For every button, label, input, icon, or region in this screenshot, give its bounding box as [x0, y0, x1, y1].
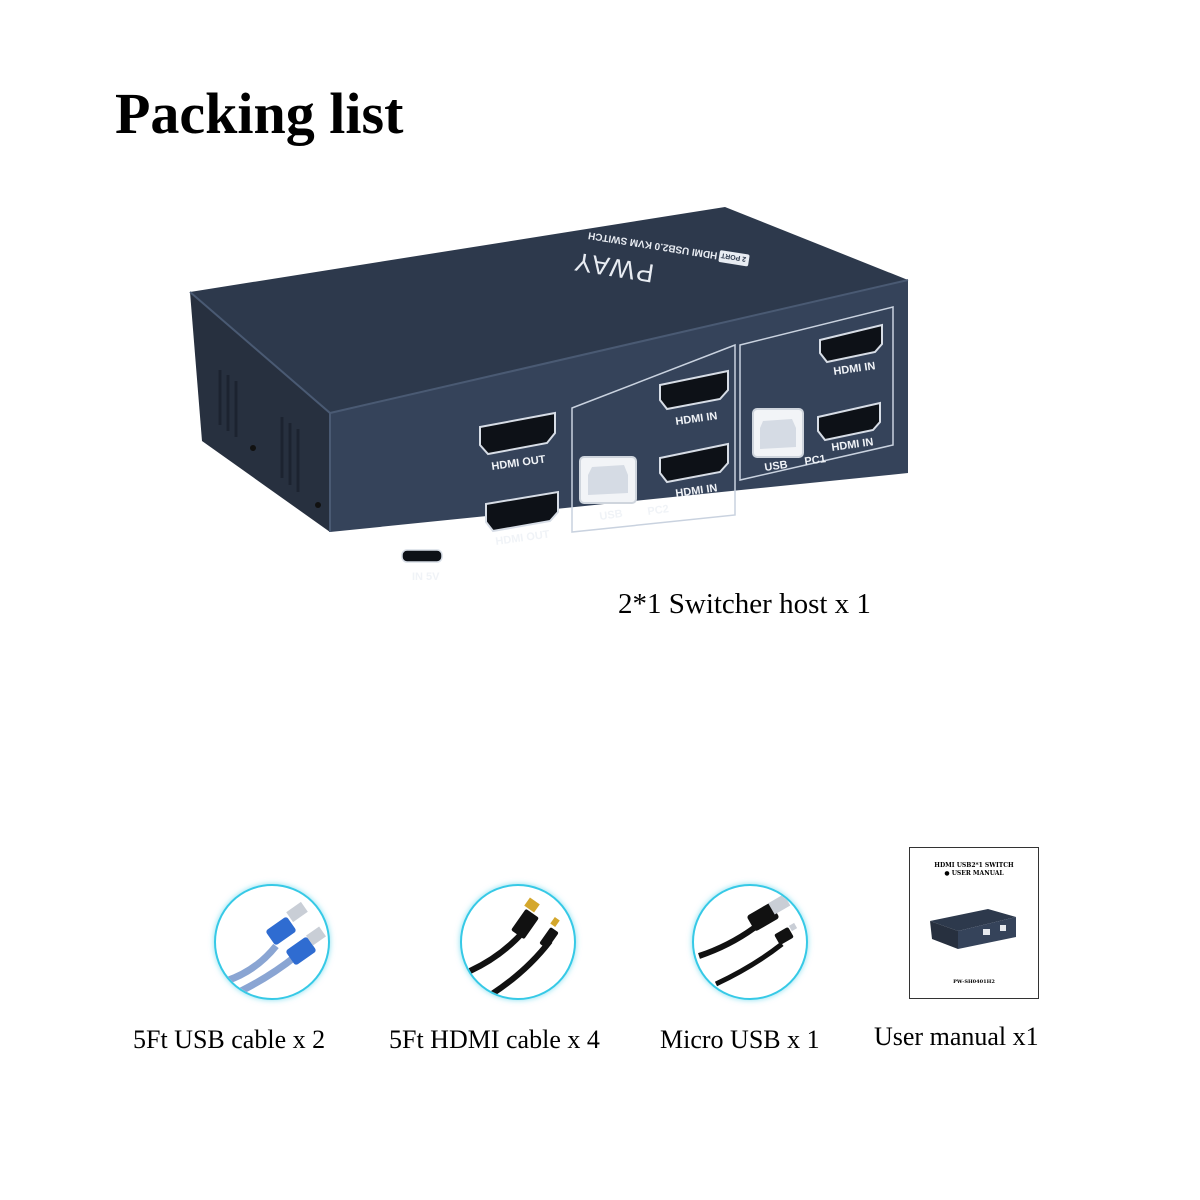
usb-label-pc1: USB [764, 459, 789, 474]
manual-subtitle: ● USER MANUAL [944, 870, 1004, 877]
pc2-label: PC2 [647, 503, 670, 518]
micro-usb-caption: Micro USB x 1 [660, 1025, 820, 1054]
user-manual-icon: HDMI USB2*1 SWITCH ● USER MANUAL PW-SH04… [909, 847, 1039, 999]
hdmi-in-label-pc2-1: HDMI IN [675, 410, 718, 428]
hdmi-in-label-pc2-2: HDMI IN [675, 482, 718, 500]
pc1-label: PC1 [804, 453, 827, 468]
page-title: Packing list [115, 81, 404, 146]
usb-label-pc2: USB [599, 508, 624, 523]
user-manual-caption: User manual x1 [874, 1022, 1039, 1051]
manual-model: PW-SH0401H2 [953, 979, 995, 985]
micro-usb-cable-icon [692, 884, 808, 1000]
hdmi-cable-icon [460, 884, 576, 1000]
host-caption: 2*1 Switcher host x 1 [618, 588, 871, 620]
hdmi-in-label-pc1-1: HDMI IN [833, 360, 876, 378]
kvm-switch-image: PWAY HDMI USB2.0 KVM SWITCH 2 PORT HDMI … [189, 207, 909, 583]
hdmi-in-label-pc1-2: HDMI IN [831, 436, 874, 454]
power-port-label: IN 5V [412, 571, 440, 583]
usb-cable-caption: 5Ft USB cable x 2 [133, 1025, 326, 1054]
manual-title: HDMI USB2*1 SWITCH [934, 862, 1014, 869]
hdmi-cable-caption: 5Ft HDMI cable x 4 [389, 1025, 600, 1054]
port-badge: 2 PORT [720, 251, 747, 262]
hdmi-out-label-2: HDMI OUT [495, 528, 551, 547]
usb-cable-icon [214, 884, 330, 1000]
